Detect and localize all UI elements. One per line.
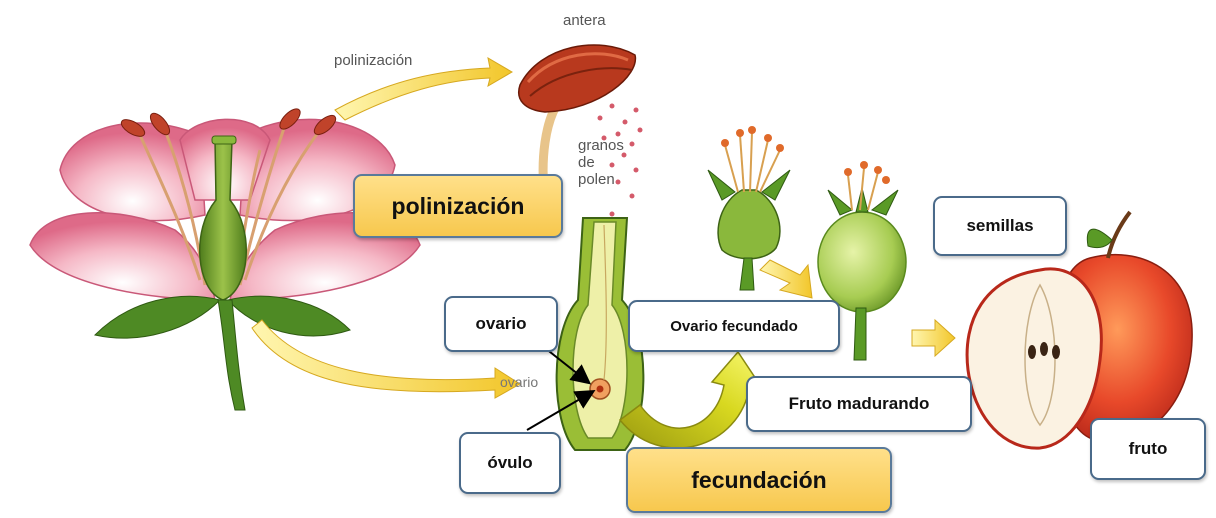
- pollination-printed-label: polinización: [334, 52, 413, 69]
- young-fruit-2: [817, 161, 907, 361]
- pollen-to-ovary-arrow: [251, 319, 521, 399]
- fruto-madurando-box: Fruto madurando: [746, 376, 972, 432]
- flower-sepal-right: [227, 295, 351, 337]
- ovulo-box: óvulo: [459, 432, 561, 494]
- apple-leaf: [1086, 228, 1113, 249]
- ovulo-pointer: [526, 389, 596, 431]
- flower-sepal-left: [94, 295, 221, 339]
- apple-half: [965, 267, 1103, 450]
- arrow-fruit-2-to-apple: [911, 318, 956, 358]
- apple-seeds: [1028, 342, 1060, 359]
- apple-stem: [1106, 210, 1132, 259]
- young-fruit-1: [707, 126, 791, 291]
- polinizacion-box: polinización: [353, 174, 563, 238]
- ovario-printed-label: ovario: [500, 374, 539, 390]
- granos-de-polen-label: granos de polen: [578, 137, 624, 188]
- fruto-box: fruto: [1090, 418, 1206, 480]
- flower-anthers: [120, 108, 337, 137]
- fecundacion-box: fecundación: [626, 447, 892, 513]
- semillas-box: semillas: [933, 196, 1067, 256]
- flower-stigma: [211, 135, 237, 145]
- pollination-arrow: [334, 57, 513, 121]
- polen-line: polen: [578, 171, 615, 188]
- ovario-box: ovario: [444, 296, 558, 352]
- petal-front-left: [29, 212, 216, 301]
- flower-stem: [217, 299, 246, 411]
- de-line: de: [578, 154, 595, 171]
- ovario-fecundado-box: Ovario fecundado: [628, 300, 840, 352]
- apple-illustration: [965, 210, 1193, 450]
- arrow-fruit-1-to-2: [759, 259, 813, 299]
- antera-label: antera: [563, 12, 606, 29]
- pollen-grains: [597, 103, 643, 223]
- flower-illustration: [29, 108, 421, 411]
- granos-line: granos: [578, 137, 624, 154]
- ovario-pointer: [544, 347, 592, 385]
